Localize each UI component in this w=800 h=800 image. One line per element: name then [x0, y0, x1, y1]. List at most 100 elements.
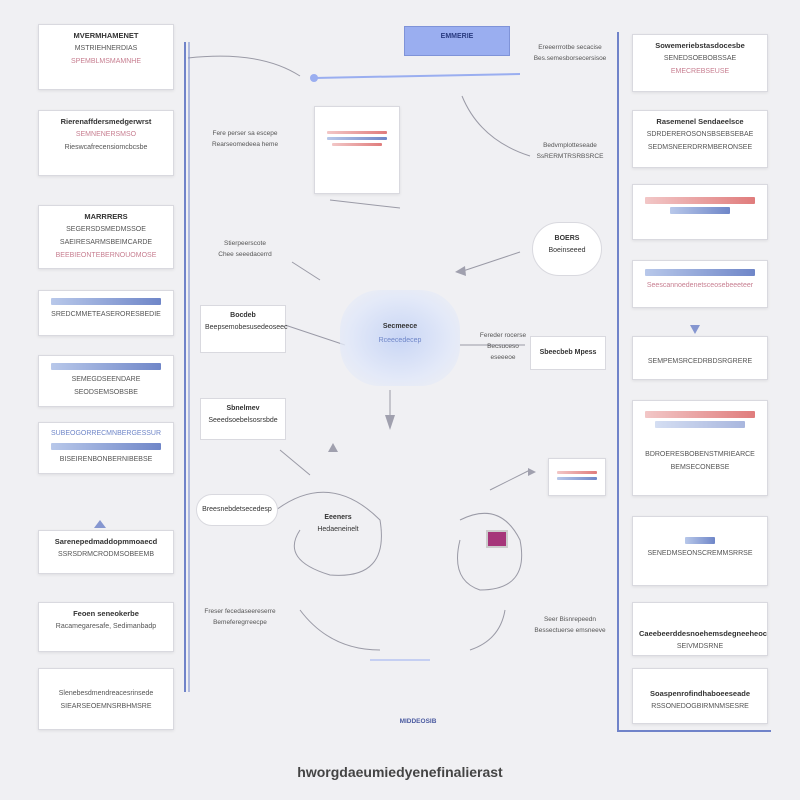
card-line: EMECREBSEUSE	[639, 65, 761, 78]
text-line: Bes.semesborsecersisoe	[530, 53, 610, 64]
left-rail	[184, 42, 186, 692]
left-card-4[interactable]: SREDCMMETEASERORESBEDIE	[38, 290, 174, 336]
node-title: BOERS	[537, 233, 597, 245]
node-oval[interactable]: Breesnebdetsecedesp	[196, 494, 278, 526]
card-title: MVERMHAMENET	[45, 29, 167, 42]
mid-text-1: Fere perser sa escepe Rearseomedeea heme	[200, 128, 290, 150]
card-line: SEGERSDSMEDMSSOE	[45, 223, 167, 236]
left-card-6[interactable]: SUBEOGORRECMNBERGESSUR BISEIRENBONBERNIB…	[38, 422, 174, 474]
node-right-b[interactable]: Sbeecbeb Mpess	[530, 336, 606, 370]
text-line: Fere perser sa escepe	[200, 128, 290, 139]
right-card-1[interactable]: Sowemeriebstasdocesbe SENEDSOEBOBSSAE EM…	[632, 34, 768, 92]
card-title: Feoen seneokerbe	[45, 607, 167, 620]
card-title: Soaspenrofindhaboeeseade	[639, 687, 761, 700]
text-line: Bemeferegrreecpe	[200, 617, 280, 628]
card-line: SAEIRESARMSBEIMCARDE	[45, 236, 167, 249]
connector-line	[314, 74, 520, 78]
doc-line	[332, 143, 382, 146]
mid-text-6: Freser fecedaseereserre Bemeferegrreecpe	[200, 606, 280, 628]
node-left-b[interactable]: Sbnelmev Seeedsoebelsosrsbde	[200, 398, 286, 440]
node-right-a[interactable]: BOERS Boeinseeed	[532, 222, 602, 276]
card-line: SEMPEMSRCEDRBDSRGRERE	[639, 355, 761, 368]
mid-text-5: Fereder rocerse Becsuceso eseeeoe	[478, 330, 528, 363]
text-line: Bessectuerse emsneeve	[530, 625, 610, 636]
card-line: MSTRIEHNERDIAS	[45, 42, 167, 55]
node-left-a[interactable]: Bocdeb Beepsemobesusedeoseec	[200, 305, 286, 353]
center-node[interactable]: Secmeece Rceecedecep	[340, 290, 460, 386]
card-line: SEODSEMSOBSBE	[45, 386, 167, 399]
text-line: Becsuceso eseeeoe	[478, 341, 528, 363]
text-line: Rearseomedeea heme	[200, 139, 290, 150]
card-line: SEDMSNEERDRRMBERONSEE	[639, 141, 761, 154]
card-line: SSRSDRMCRODMSOBEEMB	[45, 548, 167, 561]
progress-bar	[645, 411, 755, 418]
right-rail-bottom	[617, 730, 771, 732]
top-tag[interactable]: EMMERIE	[404, 26, 510, 56]
node-sub: Seeedsoebelsosrsbde	[205, 415, 281, 427]
connector-line	[460, 252, 520, 272]
left-card-9[interactable]: Slenebesdmendreacesrinsede SIEARSEOEMNSR…	[38, 668, 174, 730]
right-card-2[interactable]: Rasemenel Sendaeelsce SDRDEREROSONSBSEBS…	[632, 110, 768, 168]
right-card-8[interactable]: Caeebeerddesnoehemsdegneeheoce SEIVMDSRN…	[632, 602, 768, 656]
card-line: SENEDMSEONSCREMMSRRSE	[639, 547, 761, 560]
text-line: Bedvmplotteseade	[530, 140, 610, 151]
connector-line	[280, 450, 310, 475]
node-sub: Hedaeneinelt	[310, 524, 366, 536]
connector-line	[330, 200, 400, 208]
node-mid-low[interactable]: Eeeners Hedaeneinelt	[306, 508, 370, 554]
diagram-title: hworgdaeumiedyenefinalierast	[0, 764, 800, 780]
left-card-3[interactable]: MARRRERS SEGERSDSMEDMSSOE SAEIRESARMSBEI…	[38, 205, 174, 269]
monitor-icon	[486, 530, 508, 548]
right-card-6[interactable]: BDROERESBOBENSTMRIEARCE BEMSECONEBSE	[632, 400, 768, 496]
node-title: Eeeners	[310, 512, 366, 524]
progress-bar	[51, 298, 161, 305]
arrow-head	[94, 520, 106, 528]
mid-text-2: Ereeerrrotbe secacise Bes.semesborsecers…	[530, 42, 610, 64]
right-card-4[interactable]: Seescannoedenetsceosebeeeteer	[632, 260, 768, 308]
connector-line	[285, 325, 345, 345]
right-card-5[interactable]: SEMPEMSRCEDRBDSRGRERE	[632, 336, 768, 380]
doc-line	[557, 471, 597, 474]
arrow-head	[690, 325, 700, 334]
left-card-1[interactable]: MVERMHAMENET MSTRIEHNERDIAS SPEMBLMSMAMN…	[38, 24, 174, 90]
progress-bar	[670, 207, 730, 214]
mid-text-4: Stierpeerscote Chee seeedacerrd	[200, 238, 290, 260]
progress-bar	[655, 421, 745, 428]
left-card-7[interactable]: Sarenepedmaddopmmoaecd SSRSDRMCRODMSOBEE…	[38, 530, 174, 574]
connector-dot	[310, 74, 318, 82]
progress-bar	[645, 269, 755, 276]
text-line: SsRERMTRSRBSRCE	[530, 151, 610, 162]
center-title: Secmeece	[340, 320, 460, 334]
card-title: Rasemenel Sendaeelsce	[639, 115, 761, 128]
left-card-2[interactable]: Rierenaffdersmedgerwrst SEMNENERSMSO Rie…	[38, 110, 174, 176]
left-card-5[interactable]: SEMEGDSEENDARE SEODSEMSOBSBE	[38, 355, 174, 407]
progress-bar	[685, 537, 715, 544]
left-rail-inner	[188, 42, 190, 692]
connector-line	[462, 96, 530, 156]
card-line: SEMEGDSEENDARE	[45, 373, 167, 386]
right-card-3[interactable]	[632, 184, 768, 240]
node-sub: Boeinseeed	[537, 245, 597, 257]
mini-doc	[548, 458, 606, 496]
arrow-head	[328, 443, 338, 452]
left-card-8[interactable]: Feoen seneokerbe Racamegaresafe, Sediman…	[38, 602, 174, 652]
card-title: Sowemeriebstasdocesbe	[639, 39, 761, 52]
center-sub: Rceecedecep	[340, 334, 460, 348]
card-line: RSSONEDOGBIRMNMSESRE	[639, 700, 761, 713]
arrow-head	[385, 415, 395, 430]
connector-line	[292, 262, 320, 280]
right-card-9[interactable]: Soaspenrofindhaboeeseade RSSONEDOGBIRMNM…	[632, 668, 768, 724]
card-line: SREDCMMETEASERORESBEDIE	[45, 308, 167, 321]
card-title: Sarenepedmaddopmmoaecd	[45, 535, 167, 548]
arrow-head	[455, 266, 466, 276]
progress-bar	[51, 443, 161, 450]
connector-line	[188, 56, 300, 76]
document-preview	[314, 106, 400, 194]
card-line: Rieswcafrecensiomcbcsbe	[45, 141, 167, 154]
card-line: SPEMBLMSMAMNHE	[45, 55, 167, 68]
right-card-7[interactable]: SENEDMSEONSCREMMSRRSE	[632, 516, 768, 586]
arrow-head	[528, 468, 536, 476]
mid-text-7: Seer Bisnrepeedn Bessectuerse emsneeve	[530, 614, 610, 636]
card-line: BEMSECONEBSE	[639, 461, 761, 474]
card-line: Seescannoedenetsceosebeeeteer	[639, 279, 761, 292]
